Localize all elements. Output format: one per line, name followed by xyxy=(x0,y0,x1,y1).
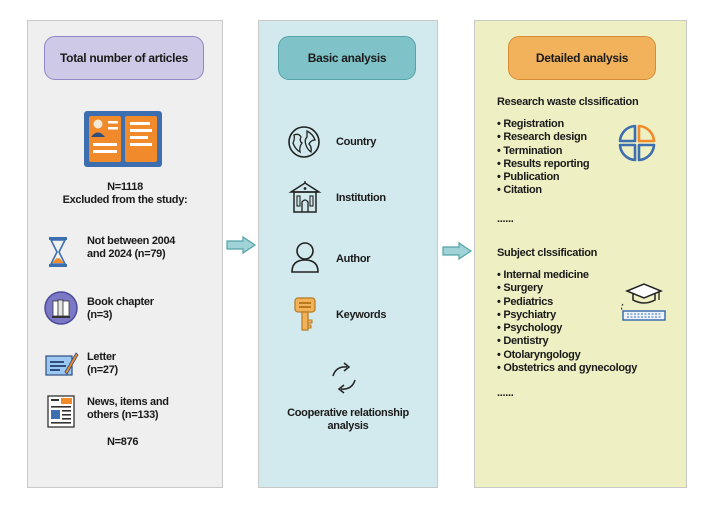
n-start: N=1118 xyxy=(107,181,143,193)
basic-analysis-header: Basic analysis xyxy=(278,36,416,80)
total-articles-header: Total number of articles xyxy=(44,36,204,80)
list-item: Psychology xyxy=(497,322,637,335)
basic-item-label: Country xyxy=(336,136,377,148)
arrow-right-icon xyxy=(442,242,472,260)
list-item: Internal medicine xyxy=(497,269,637,282)
waste-list: Registration Research design Termination… xyxy=(497,118,589,198)
subject-more: ...... xyxy=(497,387,514,399)
exclusion-line: (n=27) xyxy=(87,364,118,376)
detailed-analysis-panel xyxy=(474,20,687,488)
n-final: N=876 xyxy=(107,436,139,448)
list-item: Results reporting xyxy=(497,158,589,171)
waste-title: Research waste clssification xyxy=(497,96,639,108)
cooperative-label: Cooperative relationship xyxy=(287,407,409,419)
newspaper-icon xyxy=(47,395,75,428)
exclusion-line: (n=3) xyxy=(87,309,113,321)
waste-more: ...... xyxy=(497,213,514,225)
letter-icon xyxy=(45,352,79,376)
basic-item-label: Institution xyxy=(336,192,386,204)
basic-item-label: Keywords xyxy=(336,309,387,321)
subject-list: Internal medicine Surgery Pediatrics Psy… xyxy=(497,269,637,375)
graduation-laptop-icon xyxy=(621,283,666,321)
basic-analysis-panel xyxy=(258,20,438,488)
cooperative-label: analysis xyxy=(327,420,369,432)
exclusion-line: Not between 2004 xyxy=(87,235,176,247)
arrow-right-icon xyxy=(226,236,256,254)
list-item: Pediatrics xyxy=(497,296,637,309)
book-icon xyxy=(44,291,78,325)
person-icon xyxy=(291,242,319,273)
list-item: Research design xyxy=(497,131,589,144)
quadrant-circle-icon xyxy=(618,124,656,162)
list-item: Citation xyxy=(497,184,589,197)
subject-title: Subject clssification xyxy=(497,247,598,259)
refresh-cycle-icon xyxy=(332,362,356,394)
exclusion-line: Book chapter xyxy=(87,296,154,308)
exclusion-line: others (n=133) xyxy=(87,409,159,421)
exclusion-line: News, items and xyxy=(87,396,169,408)
detailed-analysis-header: Detailed analysis xyxy=(508,36,656,80)
hourglass-icon xyxy=(49,237,67,267)
list-item: Obstetrics and gynecology xyxy=(497,362,637,375)
list-item: Surgery xyxy=(497,282,637,295)
list-item: Registration xyxy=(497,118,589,131)
building-icon xyxy=(288,181,322,213)
exclusion-line: Letter xyxy=(87,351,116,363)
basic-item-label: Author xyxy=(336,253,371,265)
list-item: Otolaryngology xyxy=(497,349,637,362)
list-item: Termination xyxy=(497,145,589,158)
key-icon xyxy=(294,297,316,331)
list-item: Publication xyxy=(497,171,589,184)
list-item: Psychiatry xyxy=(497,309,637,322)
article-profile-icon xyxy=(84,111,162,167)
exclusion-line: and 2024 (n=79) xyxy=(87,248,166,260)
list-item: Dentistry xyxy=(497,335,637,348)
excluded-label: Excluded from the study: xyxy=(62,194,188,206)
globe-icon xyxy=(288,126,320,158)
